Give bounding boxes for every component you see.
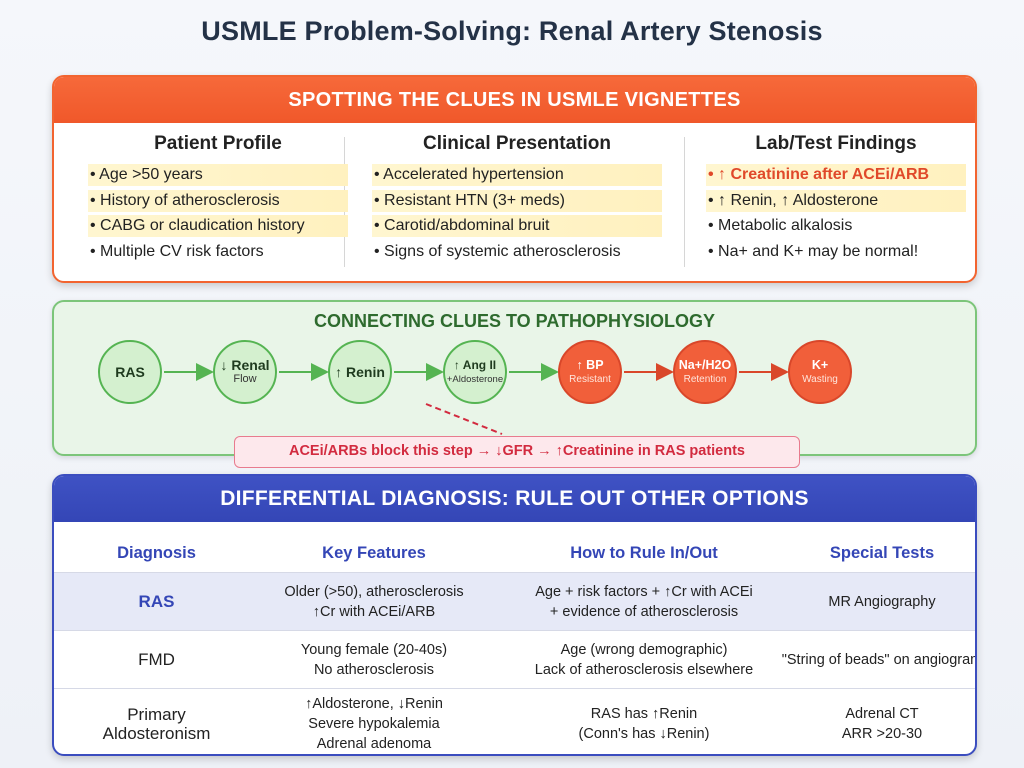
flow-node-bp: ↑ BP Resistant — [558, 340, 622, 404]
pathophysiology-panel: CONNECTING CLUES TO PATHOPHYSIOLOGY RAS … — [52, 300, 977, 468]
clue-item: • Multiple CV risk factors — [90, 242, 264, 260]
flow-node-ras: RAS — [98, 340, 162, 404]
column-heading: Patient Profile — [154, 133, 282, 154]
clue-item: • ↑ Renin, ↑ Aldosterone — [706, 189, 966, 212]
node-label: ↓ Renal — [220, 357, 270, 373]
clues-header: SPOTTING THE CLUES IN USMLE VIGNETTES — [54, 77, 975, 123]
ddx-header-row: Diagnosis Key Features How to Rule In/Ou… — [54, 534, 975, 572]
cell-line: Age + risk factors + ↑Cr with ACEi — [535, 583, 753, 600]
table-row: RAS Older (>50), atherosclerosis ↑Cr wit… — [54, 572, 975, 630]
diagnosis-cell: FMD — [54, 631, 259, 688]
flow-node-ang-ii: ↑ Ang II +Aldosterone — [443, 340, 507, 404]
differential-panel: DIFFERENTIAL DIAGNOSIS: RULE OUT OTHER O… — [52, 474, 977, 756]
ddx-header: DIFFERENTIAL DIAGNOSIS: RULE OUT OTHER O… — [54, 476, 975, 522]
clue-item: • Accelerated hypertension — [372, 164, 662, 186]
cell-line: Aldosteronism — [102, 723, 211, 743]
node-sublabel: Flow — [233, 373, 257, 385]
cell-line: No atherosclerosis — [313, 661, 435, 678]
node-sublabel: Resistant — [569, 374, 611, 385]
cell-line: FMD — [138, 650, 175, 669]
rule-cell: RAS has ↑Renin (Conn's has ↓Renin) — [499, 689, 789, 754]
cell-line: ARR >20-30 — [841, 725, 923, 742]
cell-line: Primary — [127, 704, 186, 724]
flow-node-renin: ↑ Renin — [328, 340, 392, 404]
features-cell: Young female (20-40s) No atherosclerosis — [259, 631, 489, 688]
diagnosis-cell: RAS — [54, 573, 259, 630]
table-row: Primary Aldosteronism ↑Aldosterone, ↓Ren… — [54, 688, 975, 754]
block-pointer — [425, 403, 503, 435]
diagnosis-cell: Primary Aldosteronism — [54, 689, 259, 754]
cell-line: ↑Cr with ACEi/ARB — [312, 603, 436, 620]
clue-item: • CABG or claudication history — [88, 215, 348, 237]
table-row: FMD Young female (20-40s) No atheroscler… — [54, 630, 975, 688]
clue-item: • Age >50 years — [88, 164, 348, 186]
patient-profile-column: Patient Profile • Age >50 years • Histor… — [88, 133, 348, 273]
cell-line: Young female (20-40s) — [300, 641, 448, 658]
acei-block-note: ACEi/ARBs block this step → ↓GFR → ↑Crea… — [234, 436, 800, 468]
cell-line: Lack of atherosclerosis elsewhere — [534, 661, 754, 678]
clue-item: • Carotid/abdominal bruit — [372, 215, 662, 237]
features-cell: Older (>50), atherosclerosis ↑Cr with AC… — [259, 573, 489, 630]
flow-node-k-wasting: K+ Wasting — [788, 340, 852, 404]
rule-cell: Age + risk factors + ↑Cr with ACEi + evi… — [499, 573, 789, 630]
rule-cell: Age (wrong demographic) Lack of atherosc… — [499, 631, 789, 688]
clue-item: • Resistant HTN (3+ meds) — [372, 189, 662, 212]
column-divider — [684, 137, 685, 267]
cell-line: RAS — [138, 592, 175, 611]
patho-header: CONNECTING CLUES TO PATHOPHYSIOLOGY — [313, 311, 716, 331]
clue-item: • History of atherosclerosis — [88, 189, 348, 212]
clue-item: • Signs of systemic atherosclerosis — [374, 242, 621, 260]
node-label: RAS — [115, 363, 145, 380]
column-header: Key Features — [322, 544, 426, 562]
cell-line: MR Angiography — [828, 593, 936, 610]
node-sublabel: +Aldosterone — [446, 374, 504, 385]
column-header: How to Rule In/Out — [570, 544, 718, 562]
column-heading: Lab/Test Findings — [755, 133, 917, 154]
cell-line: Severe hypokalemia — [308, 715, 440, 732]
node-label: ↑ Renin — [335, 363, 385, 380]
node-label: Na+/H2O — [678, 358, 732, 372]
tests-cell: "String of beads" on angiogram — [782, 631, 975, 688]
clinical-presentation-column: Clinical Presentation • Accelerated hype… — [372, 133, 662, 273]
cell-line: + evidence of atherosclerosis — [549, 603, 739, 620]
cell-line: (Conn's has ↓Renin) — [578, 725, 710, 742]
flow-node-na-h2o: Na+/H2O Retention — [673, 340, 737, 404]
clue-item: • ↑ Creatinine after ACEi/ARB — [706, 164, 966, 186]
clue-item: • Metabolic alkalosis — [708, 217, 853, 234]
column-header: Special Tests — [829, 544, 935, 562]
cell-line: RAS has ↑Renin — [590, 705, 698, 722]
cell-line: Adrenal CT — [845, 705, 919, 722]
lab-findings-column: Lab/Test Findings • ↑ Creatinine after A… — [706, 133, 966, 273]
clues-panel: SPOTTING THE CLUES IN USMLE VIGNETTES Pa… — [52, 75, 977, 283]
node-sublabel: Retention — [683, 374, 727, 385]
cell-line: Older (>50), atherosclerosis — [284, 583, 464, 600]
node-label: ↑ BP — [576, 358, 604, 372]
cell-line: Adrenal adenoma — [316, 735, 432, 752]
node-label: K+ — [811, 358, 829, 372]
tests-cell: Adrenal CT ARR >20-30 — [789, 689, 975, 754]
page-title: USMLE Problem-Solving: Renal Artery Sten… — [201, 16, 823, 46]
node-sublabel: Wasting — [802, 374, 838, 385]
features-cell: ↑Aldosterone, ↓Renin Severe hypokalemia … — [259, 689, 489, 754]
tests-cell: MR Angiography — [789, 573, 975, 630]
clue-item: • Na+ and K+ may be normal! — [708, 242, 919, 260]
flow-node-renal-flow: ↓ Renal Flow — [213, 340, 277, 404]
column-heading: Clinical Presentation — [423, 133, 611, 154]
cell-line: ↑Aldosterone, ↓Renin — [305, 695, 443, 712]
flow-arrows — [164, 363, 789, 435]
node-label: ↑ Ang II — [453, 358, 497, 372]
column-header: Diagnosis — [117, 544, 196, 562]
cell-line: "String of beads" on angiogram — [781, 651, 977, 668]
cell-line: Age (wrong demographic) — [560, 641, 728, 658]
